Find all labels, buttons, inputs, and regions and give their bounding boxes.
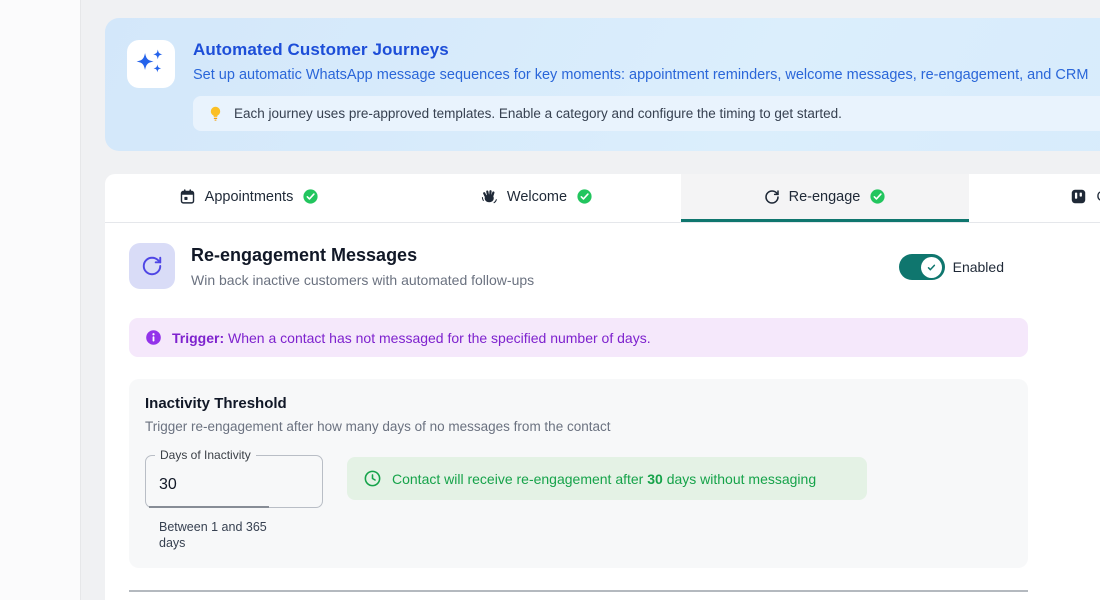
- automated-journeys-banner: Automated Customer Journeys Set up autom…: [105, 18, 1100, 151]
- banner-tip-text: Each journey uses pre-approved templates…: [234, 106, 842, 121]
- tab-crm[interactable]: CRM: [969, 174, 1100, 222]
- section-divider: [129, 589, 1028, 592]
- clock-icon: [363, 469, 382, 488]
- kanban-icon: [1070, 188, 1087, 205]
- trigger-text: When a contact has not messaged for the …: [224, 329, 651, 346]
- threshold-title: Inactivity Threshold: [145, 395, 287, 412]
- trigger-label: Trigger:: [172, 329, 225, 346]
- summary-prefix: Contact will receive re-engagement after: [392, 470, 648, 487]
- trigger-info-box: Trigger: When a contact has not messaged…: [129, 318, 1028, 357]
- days-of-inactivity-input[interactable]: [146, 456, 322, 507]
- banner-tip: Each journey uses pre-approved templates…: [193, 96, 1100, 131]
- sparkles-icon: [127, 40, 175, 88]
- toggle-label: Enabled: [952, 259, 1004, 275]
- lightbulb-icon: [207, 105, 224, 122]
- tab-re-engage[interactable]: Re-engage: [681, 174, 969, 222]
- check-circle-icon: [302, 188, 319, 205]
- tab-label: CRM: [1096, 189, 1100, 205]
- check-circle-icon: [576, 188, 593, 205]
- inactivity-threshold-card: Inactivity Threshold Trigger re-engageme…: [129, 379, 1028, 568]
- re-engage-panel: Re-engagement Messages Win back inactive…: [105, 223, 1100, 600]
- waving-hand-icon: [481, 188, 498, 205]
- tab-appointments[interactable]: Appointments: [105, 174, 393, 222]
- toggle-knob: [920, 256, 942, 278]
- tab-label: Welcome: [506, 188, 568, 205]
- refresh-icon: [764, 189, 780, 205]
- journeys-page: Automated Customer Journeys Set up autom…: [105, 18, 1100, 600]
- tab-label: Re-engage: [788, 188, 861, 205]
- panel-title: Re-engagement Messages: [191, 245, 418, 265]
- info-icon: [145, 329, 162, 346]
- banner-subtitle: Set up automatic WhatsApp message sequen…: [193, 67, 1089, 83]
- re-engagement-summary: Contact will receive re-engagement after…: [347, 457, 867, 500]
- enabled-toggle[interactable]: [898, 254, 945, 280]
- check-circle-icon: [869, 188, 886, 205]
- panel-subtitle: Win back inactive customers with automat…: [191, 272, 535, 288]
- calendar-icon: [179, 188, 196, 205]
- tab-welcome[interactable]: Welcome: [393, 174, 681, 222]
- refresh-icon: [129, 243, 175, 289]
- journey-tabs: Appointments: [105, 174, 1100, 223]
- left-rail: [0, 0, 81, 600]
- banner-title: Automated Customer Journeys: [193, 40, 449, 59]
- tab-label: Appointments: [204, 188, 294, 205]
- threshold-description: Trigger re-engagement after how many day…: [145, 419, 611, 434]
- summary-value: 30: [647, 470, 663, 487]
- summary-suffix: days without messaging: [662, 470, 817, 487]
- field-label: Days of Inactivity: [155, 448, 256, 462]
- field-helper-text: Between 1 and 365 days: [159, 520, 267, 551]
- days-of-inactivity-field: Days of Inactivity: [145, 448, 323, 508]
